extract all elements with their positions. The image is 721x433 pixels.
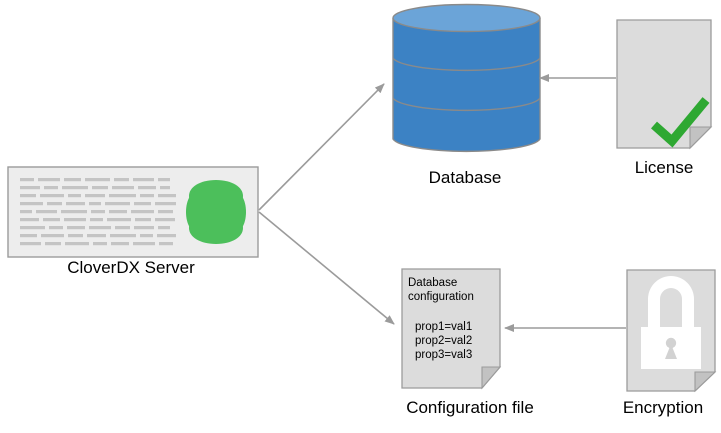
- database-body: [393, 18, 540, 152]
- padlock-icon: [641, 276, 701, 369]
- configuration-file-properties-text: prop1=val1 prop2=val2 prop3=val3: [415, 321, 473, 361]
- database-outline: [392, 18, 541, 153]
- database-bands: [393, 57, 540, 112]
- encryption-folded-corner: [694, 371, 717, 393]
- configuration-file-label: Configuration file: [406, 398, 534, 417]
- configuration-file-folded-corner: [481, 366, 502, 390]
- arrow-server-to-configuration: [258, 211, 395, 325]
- license-folded-corner: [689, 126, 713, 150]
- encryption-label: Encryption: [622, 398, 704, 417]
- database-top-ellipse: [392, 3, 541, 33]
- configuration-file-node[interactable]: [401, 268, 502, 390]
- check-mark-icon: [651, 97, 710, 148]
- database-label: Database: [428, 168, 502, 187]
- server-simulated-text: [20, 178, 176, 246]
- server-node[interactable]: [7, 166, 259, 258]
- clover-logo-icon: [186, 180, 246, 244]
- license-node[interactable]: [616, 19, 713, 150]
- configuration-file-title-text: Database configuration: [408, 277, 474, 303]
- arrow-server-to-database: [258, 83, 385, 211]
- license-label: License: [634, 158, 694, 177]
- database-node[interactable]: [392, 3, 541, 153]
- server-label: CloverDX Server: [67, 258, 195, 277]
- encryption-node[interactable]: [626, 269, 717, 393]
